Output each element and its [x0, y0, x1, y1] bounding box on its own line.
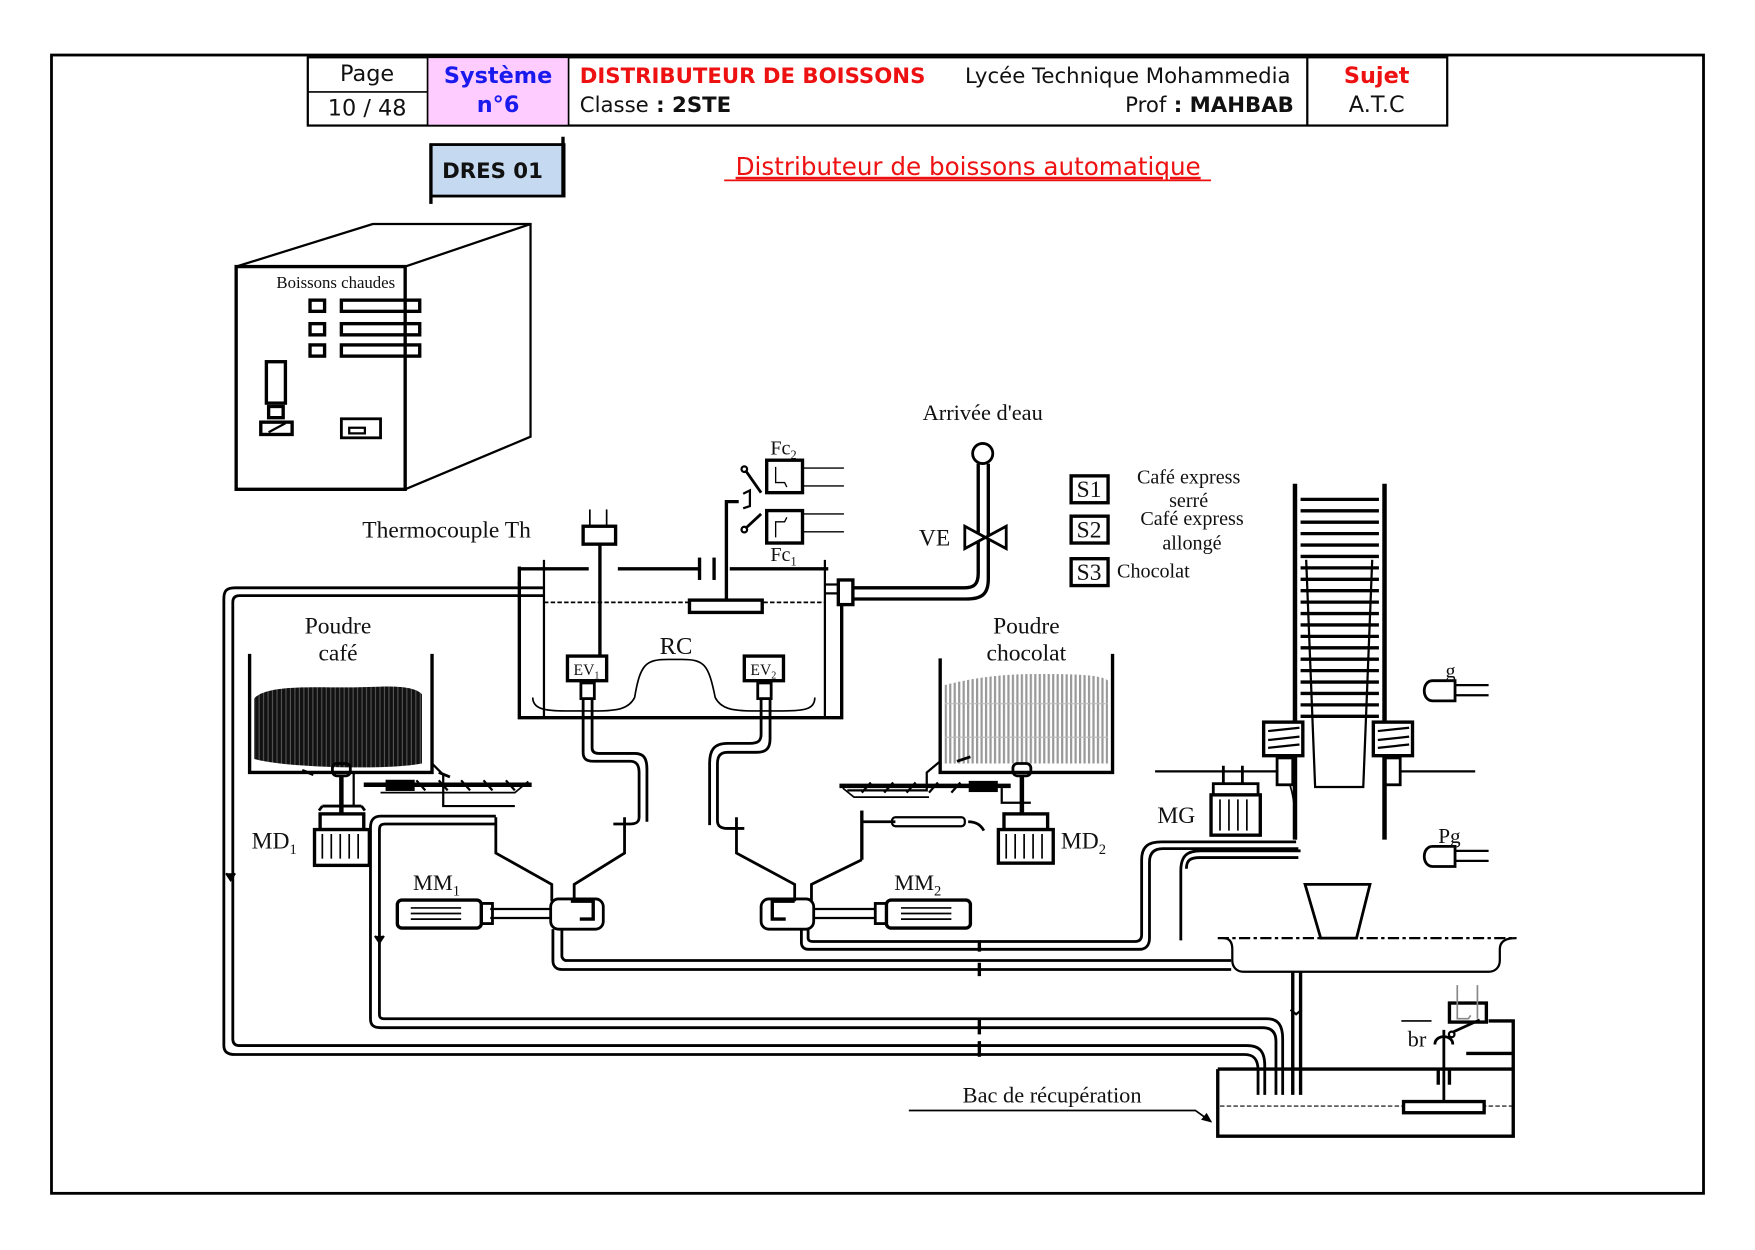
vending-machine-illustration: Boissons chaudes [234, 222, 532, 491]
page-border [50, 53, 1705, 1195]
header-table: Page 10 / 48 Système n°6 DISTRIBUTEUR DE… [306, 56, 1449, 127]
svg-text:S1: S1 [1077, 477, 1102, 503]
chocolate-powder-hopper: Poudre chocolat MD2 [839, 614, 1115, 865]
system-number: n°6 [477, 92, 520, 118]
fc1-label: Fc1 [770, 544, 796, 568]
svg-text:serré: serré [1169, 490, 1208, 512]
selection-s3: S3 Chocolat [1069, 557, 1190, 588]
page-number: 10 / 48 [328, 95, 407, 121]
svg-text:S2: S2 [1077, 517, 1102, 543]
cup [1303, 883, 1372, 940]
float-br [1401, 1099, 1486, 1115]
system-label: Système [444, 63, 552, 89]
selection-button-1 [308, 298, 327, 314]
mixers: MM1 MM2 [395, 817, 1301, 971]
solenoid-valve-ev1 [565, 654, 609, 683]
coin-slot [264, 360, 288, 405]
recovery-tank-label: Bac de récupération [963, 1083, 1142, 1108]
water-inlet-label: Arrivée d'eau [923, 400, 1043, 425]
g-label: g [1446, 660, 1456, 682]
float-switch [687, 598, 764, 615]
mm1-label: MM1 [413, 870, 460, 900]
thermocouple-sensor [581, 524, 618, 546]
system-cell [426, 56, 570, 127]
svg-text:Chocolat: Chocolat [1117, 561, 1190, 583]
fc2-label: Fc2 [770, 438, 796, 462]
md2-label: MD2 [1061, 829, 1106, 859]
cup-tray [1217, 883, 1517, 1095]
pg-label: Pg [1438, 824, 1461, 848]
selection-button-3 [308, 343, 327, 358]
selection-s2: S2 Café express allongé [1069, 508, 1244, 555]
recovery-tank: br Bac de récupération [908, 985, 1515, 1138]
subject-label: Sujet [1344, 63, 1410, 89]
chocolate-powder [944, 673, 1109, 764]
motor-mg [1209, 793, 1262, 837]
valve-label-ve: VE [919, 525, 950, 551]
svg-text:allongé: allongé [1162, 533, 1221, 555]
svg-text:Café express: Café express [1137, 467, 1241, 489]
cup-dispenser-opening [339, 417, 382, 440]
class-info: Classe : 2STE [580, 93, 731, 118]
thermocouple-label: Thermocouple Th [362, 517, 531, 543]
coffee-powder-hopper: Poudre café MD1 [247, 614, 532, 868]
sensor-g [1422, 679, 1457, 703]
drain-pipes [222, 586, 1285, 1095]
md1-label: MD1 [252, 829, 297, 859]
tank-label-rc: RC [660, 633, 693, 660]
svg-text:S3: S3 [1077, 560, 1102, 586]
chocolate-hopper-label-2: chocolat [987, 641, 1067, 667]
auger-connector [385, 779, 415, 791]
machine-panel-label: Boissons chaudes [276, 273, 395, 292]
school-name: Lycée Technique Mohammedia [965, 64, 1291, 89]
subject-value: A.T.C [1349, 92, 1405, 118]
ev1-label: EV1 [574, 662, 600, 681]
motor-md2 [996, 827, 1055, 865]
chocolate-hopper-label-1: Poudre [993, 614, 1060, 640]
solenoid-valve-ev2 [742, 654, 786, 683]
solenoid-valve-ve [963, 523, 1008, 551]
coffee-hopper-label-2: café [318, 641, 357, 667]
limit-switch-fc2 [765, 458, 805, 495]
document-title: DISTRIBUTEUR DE BOISSONS [580, 64, 926, 89]
page-label: Page [340, 61, 394, 87]
selection-button-2 [308, 321, 327, 337]
dres-tag: DRES 01 [429, 136, 566, 204]
svg-text:Café express: Café express [1140, 508, 1244, 530]
br-label: br [1408, 1027, 1427, 1052]
coffee-hopper-label-1: Poudre [305, 614, 372, 640]
hot-water-tank: RC Thermocouple Th Arrivée d'eau VE Fc2 … [362, 400, 1043, 830]
ev2-label: EV2 [750, 662, 776, 681]
selection-s1: S1 Café express serré [1069, 467, 1241, 512]
cup-dispenser: MG g Pg [1155, 483, 1489, 868]
selection-legend: S1 Café express serré S2 Café express al… [1069, 467, 1244, 588]
mg-label: MG [1157, 803, 1195, 829]
dres-label: DRES 01 [442, 159, 543, 184]
coffee-powder [254, 686, 422, 768]
mm2-label: MM2 [894, 870, 941, 900]
prof-info: Prof : MAHBAB [1125, 93, 1294, 118]
limit-switch-fc1 [765, 508, 805, 545]
sensor-pg [1422, 844, 1457, 868]
diagram-title: Distributeur de boissons automatique [736, 152, 1201, 181]
motor-md1 [312, 827, 372, 868]
